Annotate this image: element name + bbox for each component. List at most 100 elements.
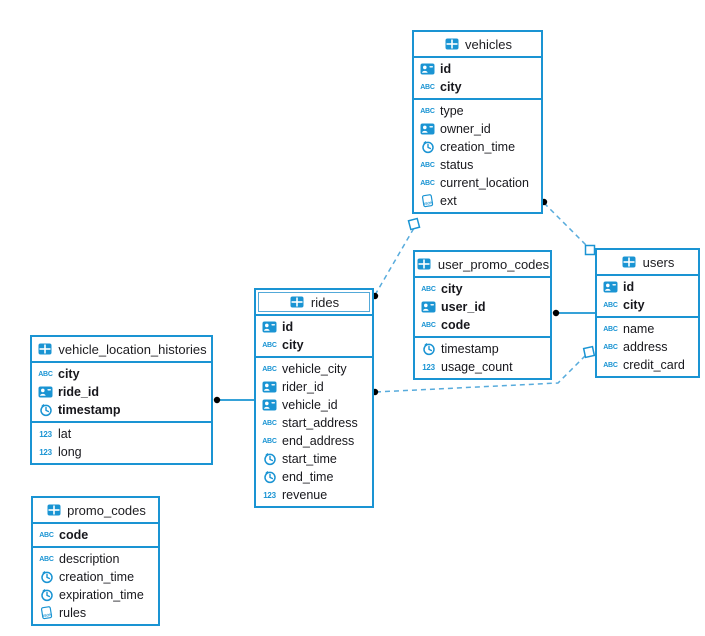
- column-row-long[interactable]: 123 long: [32, 443, 211, 461]
- column-row-expiration_time[interactable]: expiration_time: [33, 586, 158, 604]
- column-name: timestamp: [58, 403, 121, 417]
- abc-icon: ABC: [421, 321, 436, 329]
- abc-icon: ABC: [262, 341, 277, 349]
- column-name: current_location: [440, 176, 529, 190]
- connector-vehicles-to-users[interactable]: [540, 198, 596, 256]
- column-name: long: [58, 445, 82, 459]
- table-header-vehicle_location_histories[interactable]: vehicle_location_histories: [32, 337, 211, 363]
- abc-icon: ABC: [603, 343, 618, 351]
- json-icon: JSON: [419, 194, 436, 208]
- column-name: type: [440, 104, 464, 118]
- column-row-vehicle_id[interactable]: vehicle_id: [256, 396, 372, 414]
- id-badge-icon: [37, 386, 54, 398]
- svg-text:JSON: JSON: [423, 201, 434, 207]
- column-name: id: [440, 62, 452, 76]
- column-name: address: [623, 340, 668, 354]
- column-name: ext: [440, 194, 457, 208]
- column-row-end_time[interactable]: end_time: [256, 468, 372, 486]
- column-row-rider_id[interactable]: rider_id: [256, 378, 372, 396]
- table-header-users[interactable]: users: [597, 250, 698, 276]
- id-badge-icon: [420, 301, 437, 313]
- abc-icon: ABC: [39, 555, 54, 563]
- id-badge-icon: [419, 123, 436, 135]
- column-row-id[interactable]: id: [256, 318, 372, 336]
- table-title: user_promo_codes: [437, 256, 550, 272]
- column-row-id[interactable]: id: [597, 278, 698, 296]
- table-icon: [443, 38, 460, 50]
- column-row-user_id[interactable]: user_id: [415, 298, 550, 316]
- column-name: revenue: [282, 488, 328, 502]
- table-icon: [416, 258, 433, 270]
- abc-icon: ABC: [262, 419, 277, 427]
- column-row-start_time[interactable]: start_time: [256, 450, 372, 468]
- column-row-creation_time[interactable]: creation_time: [33, 568, 158, 586]
- table-header-user_promo_codes[interactable]: user_promo_codes: [415, 252, 550, 278]
- column-row-ride_id[interactable]: ride_id: [32, 383, 211, 401]
- column-row-timestamp[interactable]: timestamp: [32, 401, 211, 419]
- column-name: lat: [58, 427, 72, 441]
- num-icon: 123: [422, 362, 435, 372]
- clock-icon: [261, 452, 278, 466]
- column-name: name: [623, 322, 655, 336]
- column-row-owner_id[interactable]: owner_id: [414, 120, 541, 138]
- relation-dot-marker: [552, 309, 560, 317]
- column-row-creation_time[interactable]: creation_time: [414, 138, 541, 156]
- column-name: id: [282, 320, 294, 334]
- abc-icon: ABC: [603, 361, 618, 369]
- column-row-lat[interactable]: 123 lat: [32, 425, 211, 443]
- svg-text:JSON: JSON: [42, 613, 53, 619]
- column-name: start_time: [282, 452, 337, 466]
- id-badge-icon: [419, 63, 436, 75]
- column-name: rider_id: [282, 380, 324, 394]
- column-name: expiration_time: [59, 588, 144, 602]
- column-row-rules[interactable]: JSON rules: [33, 604, 158, 622]
- column-name: rules: [59, 606, 87, 620]
- table-header-promo_codes[interactable]: promo_codes: [33, 498, 158, 524]
- column-row-address[interactable]: ABC address: [597, 338, 698, 356]
- num-icon: 123: [39, 429, 52, 439]
- table-title: vehicle_location_histories: [58, 341, 207, 357]
- table-title: rides: [310, 294, 340, 310]
- num-icon: 123: [39, 447, 52, 457]
- id-badge-icon: [261, 321, 278, 333]
- connector-user_promo_codes-to-users[interactable]: [552, 309, 596, 317]
- connector-vehicle_location_histories-to-rides[interactable]: [213, 396, 256, 404]
- column-row-timestamp[interactable]: timestamp: [415, 340, 550, 358]
- column-row-ext[interactable]: JSON ext: [414, 192, 541, 210]
- table-icon: [36, 343, 53, 355]
- column-row-id[interactable]: id: [414, 60, 541, 78]
- table-header-rides[interactable]: rides: [256, 290, 372, 316]
- abc-icon: ABC: [420, 107, 435, 115]
- column-row-type[interactable]: ABC type: [414, 102, 541, 120]
- abc-icon: ABC: [420, 83, 435, 91]
- column-name: status: [440, 158, 474, 172]
- table-header-vehicles[interactable]: vehicles: [414, 32, 541, 58]
